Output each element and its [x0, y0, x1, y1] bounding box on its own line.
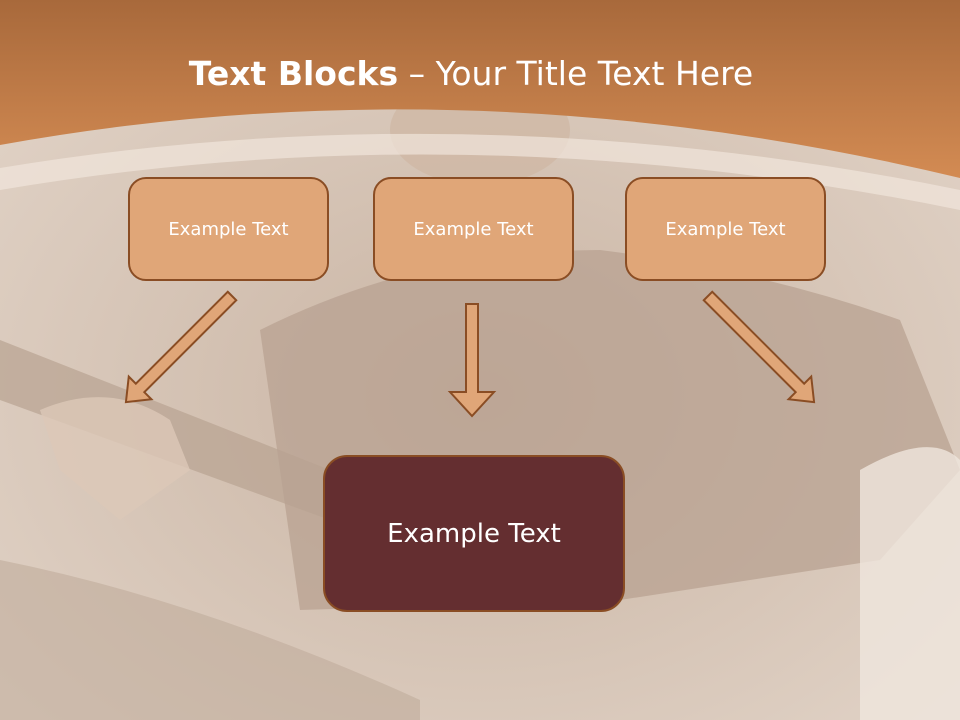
arrow-center	[447, 303, 497, 418]
text-block-2: Example Text	[373, 177, 574, 281]
target-block: Example Text	[323, 455, 625, 612]
arrow-right	[702, 290, 816, 404]
text-block-3: Example Text	[625, 177, 826, 281]
title-bold: Text Blocks	[188, 54, 399, 93]
arrow-left	[124, 290, 238, 404]
page-title: Text Blocks – Your Title Text Here	[0, 52, 942, 96]
title-rest: – Your Title Text Here	[398, 54, 754, 93]
text-block-1: Example Text	[128, 177, 329, 281]
